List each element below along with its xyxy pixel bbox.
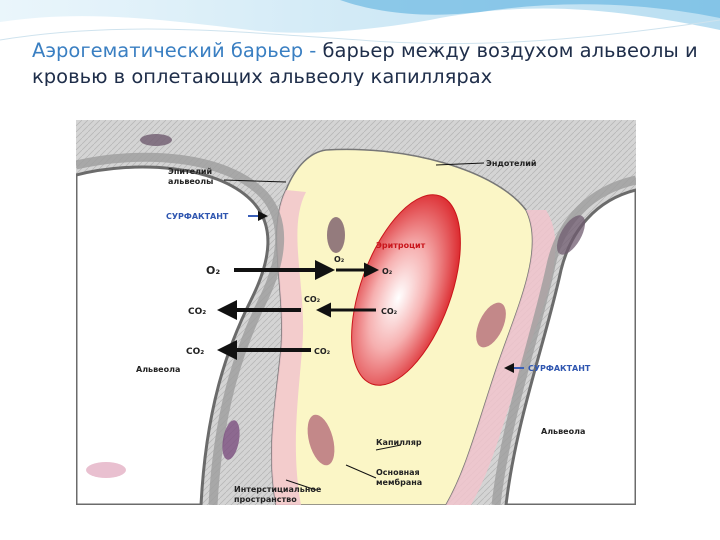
slide-title: Аэрогематический барьер - барьер между в…: [32, 38, 702, 86]
alveola-left-space: [76, 165, 270, 505]
label-alveola-right: Альвеола: [541, 427, 585, 436]
label-surfactant-right: СУРФАКТАНТ: [528, 364, 591, 373]
label-interstitial-line1: Интерстициальное: [234, 485, 322, 494]
gas-o2-left: O₂: [206, 264, 220, 277]
label-alveola-left: Альвеола: [136, 365, 180, 374]
label-endothelium: Эндотелий: [486, 159, 537, 168]
erythrocyte-cell: [351, 194, 461, 386]
label-capillary: Капилляр: [376, 438, 422, 447]
gas-co2-row3-mid: CO₂: [314, 347, 331, 356]
label-basement-line1: Основная: [376, 468, 420, 477]
gas-co2-row2-left: CO₂: [188, 307, 206, 317]
gas-co2-row2-mid: CO₂: [304, 295, 321, 304]
gas-co2-row3-left: CO₂: [186, 347, 204, 357]
title-dash: -: [309, 39, 317, 62]
label-interstitial-line2: пространство: [234, 495, 297, 504]
air-blood-barrier-diagram: Эпителий альвеолы Эндотелий СУРФАКТАНТ С…: [76, 120, 636, 505]
label-basement-line2: мембрана: [376, 477, 422, 487]
header-wave-decoration: [0, 0, 720, 45]
title-term: Аэрогематический барьер: [32, 39, 304, 62]
label-epithelium-line1: Эпителий: [168, 167, 212, 176]
alveola-right-space: [504, 188, 636, 505]
label-erythrocyte: Эритроцит: [376, 241, 426, 250]
title-rest: барьер между воздухом альвеолы и кровью …: [32, 39, 698, 86]
label-surfactant-left: СУРФАКТАНТ: [166, 212, 229, 221]
label-epithelium-line2: альвеолы: [168, 177, 213, 186]
gas-o2-right: O₂: [382, 267, 393, 276]
gas-o2-mid: O₂: [334, 255, 345, 264]
gas-co2-row2-right: CO₂: [381, 307, 398, 316]
